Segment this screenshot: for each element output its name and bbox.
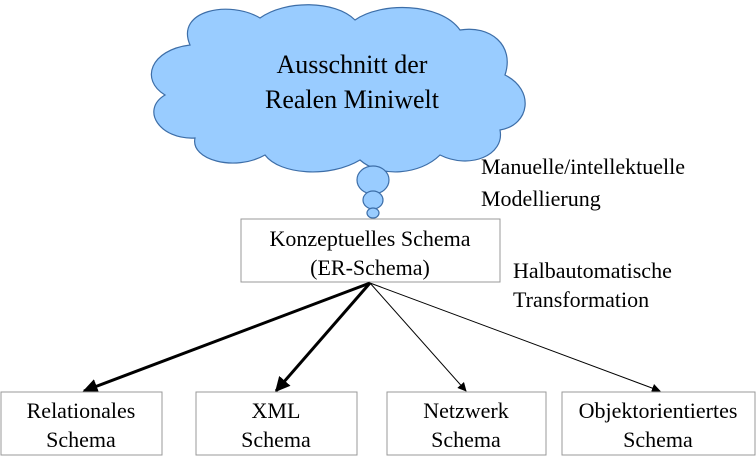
object-oriented-schema-line2: Schema bbox=[623, 427, 693, 452]
network-schema-line1: Netzwerk bbox=[423, 398, 509, 423]
conceptual-schema-line2: (ER-Schema) bbox=[310, 255, 430, 280]
auto-transform-line1: Halbautomatische bbox=[513, 258, 672, 283]
xml-schema-line1: XML bbox=[252, 398, 301, 423]
thought-bubbles bbox=[356, 165, 390, 219]
conceptual-schema-box bbox=[240, 218, 501, 283]
cloud-shape bbox=[150, 4, 526, 173]
conceptual-schema-line1: Konzeptuelles Schema bbox=[270, 226, 471, 251]
arrow-to-object-oriented bbox=[369, 282, 661, 393]
network-schema-box bbox=[386, 391, 547, 456]
cloud-title-line1: Ausschnitt der bbox=[277, 50, 428, 79]
relational-schema-box bbox=[0, 391, 163, 456]
relational-schema-line2: Schema bbox=[46, 427, 116, 452]
auto-transform-line2: Transformation bbox=[513, 287, 649, 312]
xml-schema-box bbox=[195, 391, 358, 456]
thought-bubble-large bbox=[356, 165, 390, 195]
xml-schema-line2: Schema bbox=[241, 427, 311, 452]
object-oriented-schema-line1: Objektorientiertes bbox=[579, 398, 738, 423]
arrow-to-xml bbox=[274, 282, 372, 393]
object-oriented-schema-box bbox=[561, 391, 756, 456]
cloud-title-line2: Realen Miniwelt bbox=[265, 85, 440, 114]
manual-modeling-line1: Manuelle/intellektuelle bbox=[481, 154, 685, 179]
thought-bubble-medium bbox=[362, 190, 384, 210]
network-schema-line2: Schema bbox=[431, 427, 501, 452]
relational-schema-line1: Relationales bbox=[27, 398, 136, 423]
arrow-to-relational bbox=[82, 281, 371, 394]
arrow-to-network bbox=[369, 282, 467, 392]
manual-modeling-line2: Modellierung bbox=[481, 186, 601, 211]
thought-bubble-small bbox=[366, 207, 380, 219]
